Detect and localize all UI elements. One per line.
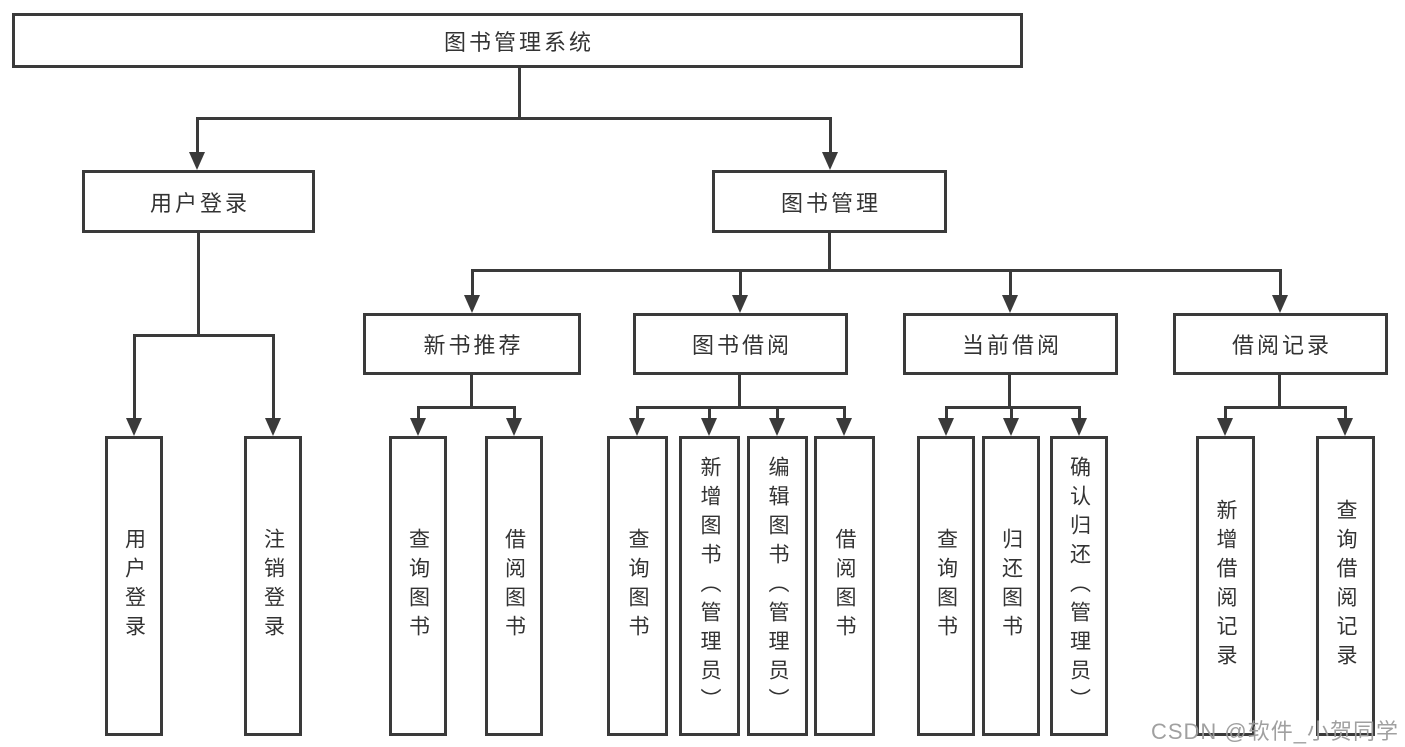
arrow-down-icon bbox=[732, 295, 748, 313]
leaf-label: 查询借阅记录 bbox=[1334, 499, 1357, 673]
connector-drop-leaf bbox=[776, 406, 779, 420]
connector-drop-user-login bbox=[196, 117, 199, 154]
connector-groupB-branch bbox=[636, 406, 846, 409]
node-label: 图书管理系统 bbox=[443, 29, 594, 55]
arrow-down-icon bbox=[464, 295, 480, 313]
connector-drop-leaf bbox=[636, 406, 639, 420]
leaf-label: 借阅图书 bbox=[502, 528, 526, 644]
node-current-borrowing: 当前借阅 bbox=[903, 313, 1118, 375]
leaf-label: 查询图书 bbox=[626, 528, 649, 644]
arrow-down-icon bbox=[701, 418, 717, 436]
arrow-down-icon bbox=[410, 418, 426, 436]
leaf-edit-book-admin: 编辑图书（管理员） bbox=[747, 436, 808, 736]
leaf-label: 用户登录 bbox=[122, 528, 146, 644]
connector-level3-branch bbox=[471, 269, 1281, 272]
connector-drop-book-borrowing bbox=[739, 269, 742, 297]
connector-drop-leaf bbox=[133, 334, 136, 420]
node-book-borrowing: 图书借阅 bbox=[633, 313, 848, 375]
leaf-borrow-books: 借阅图书 bbox=[814, 436, 875, 736]
leaf-confirm-return-admin: 确认归还（管理员） bbox=[1050, 436, 1108, 736]
arrow-down-icon bbox=[1337, 418, 1353, 436]
connector-groupD-branch bbox=[1224, 406, 1346, 409]
connector-user-login-branch bbox=[133, 334, 274, 337]
connector-user-login-stub bbox=[197, 233, 200, 336]
connector-drop-leaf bbox=[417, 406, 420, 420]
leaf-logout: 注销登录 bbox=[244, 436, 302, 736]
arrow-down-icon bbox=[265, 418, 281, 436]
connector-drop-leaf bbox=[1010, 406, 1013, 420]
node-label: 用户登录 bbox=[149, 190, 250, 216]
csdn-watermark: CSDN @软件_小贺同学 bbox=[1150, 719, 1399, 744]
leaf-label: 借阅图书 bbox=[833, 528, 856, 644]
node-library-management-system: 图书管理系统 bbox=[12, 13, 1023, 68]
node-label: 当前借阅 bbox=[961, 333, 1062, 358]
connector-drop-borrowing-records bbox=[1279, 269, 1282, 297]
connector-level2-branch bbox=[196, 117, 832, 120]
connector-drop-leaf bbox=[708, 406, 711, 420]
node-borrowing-records: 借阅记录 bbox=[1173, 313, 1388, 375]
leaf-label: 新增借阅记录 bbox=[1214, 499, 1237, 673]
leaf-label: 确认归还（管理员） bbox=[1067, 455, 1091, 717]
arrow-down-icon bbox=[506, 418, 522, 436]
arrow-down-icon bbox=[1071, 418, 1087, 436]
connector-drop-book-management bbox=[829, 117, 832, 154]
node-label: 借阅记录 bbox=[1231, 333, 1332, 358]
connector-drop-leaf bbox=[843, 406, 846, 420]
arrow-down-icon bbox=[1217, 418, 1233, 436]
arrow-down-icon bbox=[1272, 295, 1288, 313]
connector-drop-leaf bbox=[513, 406, 516, 420]
connector-drop-current-borrowing bbox=[1009, 269, 1012, 297]
connector-groupA-branch bbox=[417, 406, 515, 409]
leaf-borrow-books-recommend: 借阅图书 bbox=[485, 436, 543, 736]
connector-drop-leaf bbox=[1344, 406, 1347, 420]
leaf-query-books-current: 查询图书 bbox=[917, 436, 975, 736]
connector-drop-new-book bbox=[471, 269, 474, 297]
leaf-return-books: 归还图书 bbox=[982, 436, 1040, 736]
leaf-query-borrow-record: 查询借阅记录 bbox=[1316, 436, 1375, 736]
leaf-query-books-recommend: 查询图书 bbox=[389, 436, 447, 736]
arrow-down-icon bbox=[629, 418, 645, 436]
connector-drop-leaf bbox=[1078, 406, 1081, 420]
arrow-down-icon bbox=[836, 418, 852, 436]
arrow-down-icon bbox=[1002, 295, 1018, 313]
leaf-add-book-admin: 新增图书（管理员） bbox=[679, 436, 740, 736]
arrow-down-icon bbox=[189, 152, 205, 170]
connector-groupB-stub bbox=[738, 375, 741, 408]
leaf-add-borrow-record: 新增借阅记录 bbox=[1196, 436, 1255, 736]
connector-drop-leaf bbox=[945, 406, 948, 420]
node-label: 新书推荐 bbox=[423, 333, 524, 358]
leaf-label: 编辑图书（管理员） bbox=[766, 455, 789, 717]
connector-groupA-stub bbox=[470, 375, 473, 408]
leaf-query-books-borrowing: 查询图书 bbox=[607, 436, 668, 736]
leaf-label: 归还图书 bbox=[999, 528, 1023, 644]
arrow-down-icon bbox=[769, 418, 785, 436]
connector-drop-leaf bbox=[272, 334, 275, 420]
connector-root-stub bbox=[518, 66, 521, 119]
connector-book-management-stub bbox=[828, 233, 831, 271]
arrow-down-icon bbox=[1003, 418, 1019, 436]
connector-groupC-stub bbox=[1008, 375, 1011, 408]
node-label: 图书管理 bbox=[780, 190, 881, 216]
arrow-down-icon bbox=[822, 152, 838, 170]
leaf-label: 注销登录 bbox=[261, 528, 285, 644]
leaf-label: 查询图书 bbox=[406, 528, 430, 644]
arrow-down-icon bbox=[938, 418, 954, 436]
leaf-label: 查询图书 bbox=[934, 528, 958, 644]
connector-groupD-stub bbox=[1278, 375, 1281, 408]
connector-drop-leaf bbox=[1224, 406, 1227, 420]
arrow-down-icon bbox=[126, 418, 142, 436]
node-book-management: 图书管理 bbox=[712, 170, 947, 233]
node-user-login: 用户登录 bbox=[82, 170, 315, 233]
node-new-book-recommendation: 新书推荐 bbox=[363, 313, 581, 375]
leaf-user-login: 用户登录 bbox=[105, 436, 163, 736]
node-label: 图书借阅 bbox=[691, 333, 792, 358]
leaf-label: 新增图书（管理员） bbox=[698, 455, 721, 717]
